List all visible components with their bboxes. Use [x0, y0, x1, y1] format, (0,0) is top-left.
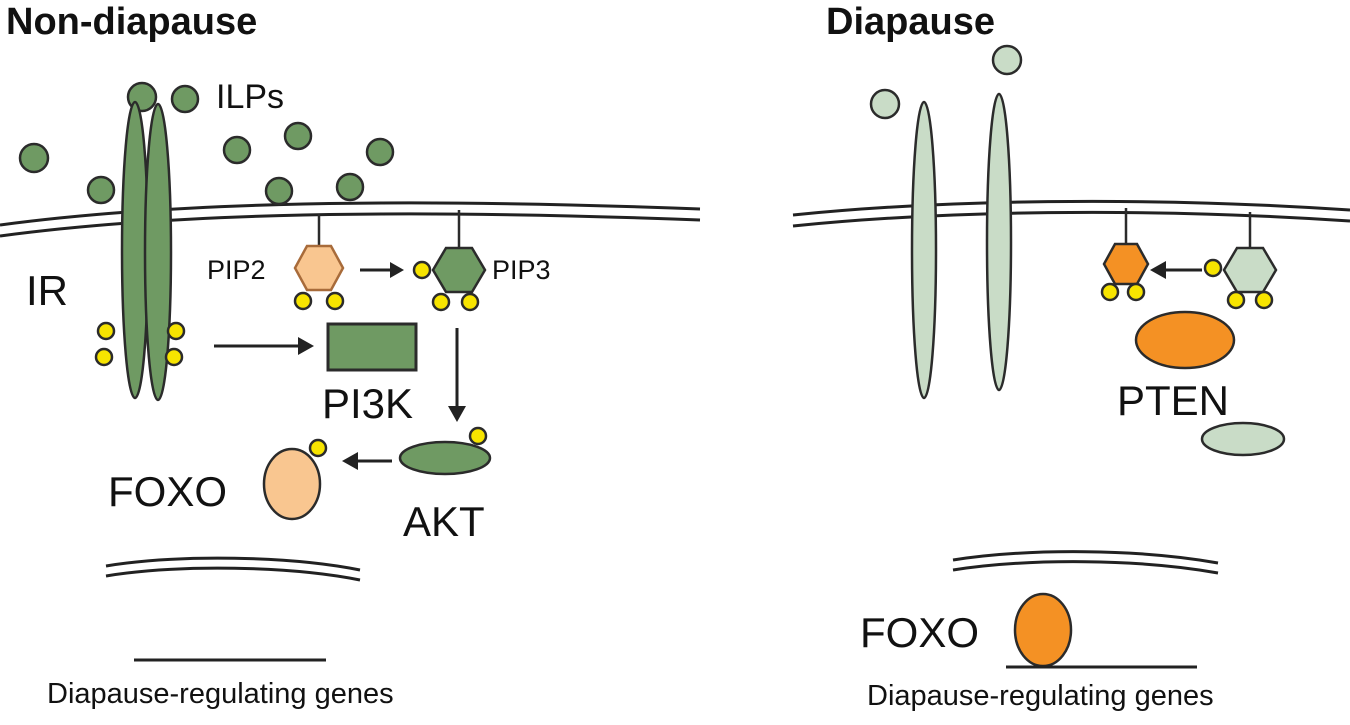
panel-title-non-diapause: Non-diapause [6, 1, 257, 43]
akt-kinase [398, 426, 492, 476]
pip3-molecule [412, 210, 487, 312]
cell-membrane-right [792, 199, 1350, 228]
insulin-receptor [120, 100, 173, 402]
pip3-molecule-inactive [1203, 212, 1278, 310]
pip2-to-pip3-arrow [360, 262, 404, 278]
pip3-to-pip2-arrow [1150, 261, 1202, 279]
ilps-label: ILPs [216, 78, 284, 116]
pip2-molecule-right [1100, 208, 1150, 302]
foxo-label-left: FOXO [108, 468, 227, 515]
genes-label-left: Diapause-regulating genes [47, 678, 394, 710]
ilp-ligands [18, 81, 395, 206]
ir-phosphates [94, 321, 186, 367]
pten-enzyme [1134, 310, 1236, 370]
nuclear-membrane-left [105, 556, 361, 582]
cell-membrane-left [0, 201, 701, 238]
pip2-molecule [293, 214, 345, 311]
nuclear-membrane-right [952, 550, 1219, 575]
ir-to-pi3k-arrow [214, 337, 314, 355]
pi3k-enzyme [326, 322, 418, 372]
foxo-protein-active [1013, 592, 1073, 668]
insulin-receptor-inactive [910, 92, 1013, 400]
akt-to-foxo-arrow [342, 452, 392, 470]
pten-label: PTEN [1117, 377, 1229, 424]
akt-kinase-inactive [1200, 421, 1286, 457]
pi3k-to-akt-arrow [448, 328, 466, 422]
pip3-label: PIP3 [492, 255, 551, 285]
foxo-protein-phosphorylated [262, 438, 328, 521]
akt-label: AKT [403, 498, 485, 545]
pip2-label: PIP2 [207, 255, 266, 285]
foxo-label-right: FOXO [860, 609, 979, 656]
pi3k-label: PI3K [322, 380, 413, 427]
genes-label-right: Diapause-regulating genes [867, 680, 1214, 712]
panel-title-diapause: Diapause [826, 1, 995, 43]
ilp-ligands-inactive [869, 44, 1023, 120]
ir-label: IR [26, 267, 68, 314]
